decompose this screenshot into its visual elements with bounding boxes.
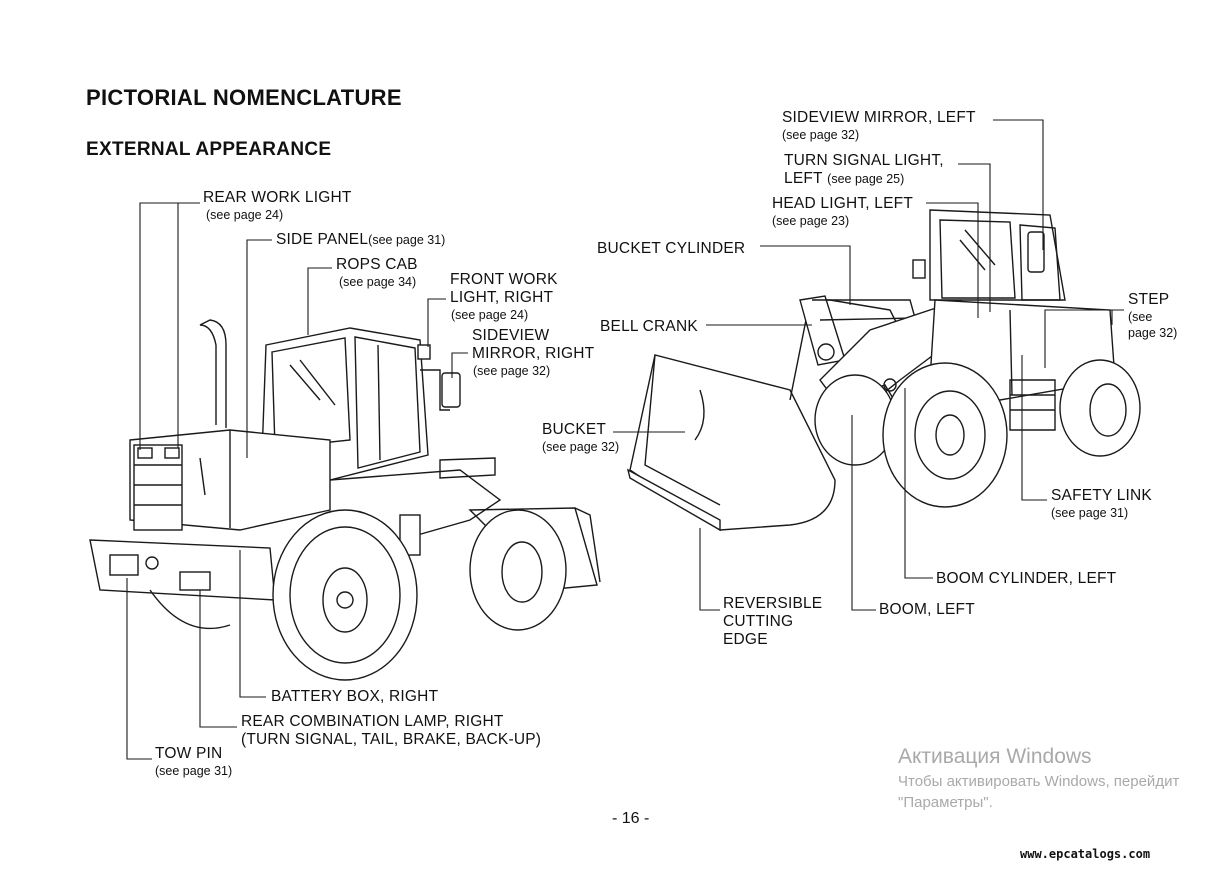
safety-link-label: SAFETY LINK xyxy=(1051,487,1152,504)
head-light-label: HEAD LIGHT, LEFT xyxy=(772,195,914,212)
label-rops-cab: ROPS CAB (see page 34) xyxy=(336,256,418,290)
front-work-light-label1: FRONT WORK xyxy=(450,271,558,288)
rear-loader-illustration xyxy=(89,319,601,681)
sideview-mirror-left-label: SIDEVIEW MIRROR, LEFT xyxy=(782,109,976,126)
step-label: STEP xyxy=(1128,291,1170,308)
label-sideview-mirror-left: SIDEVIEW MIRROR, LEFT (see page 32) xyxy=(782,109,976,143)
rear-combination-lamp-label1: REAR COMBINATION LAMP, RIGHT xyxy=(241,713,504,730)
front-work-light-ref: (see page 24) xyxy=(451,308,529,322)
tow-pin-label: TOW PIN xyxy=(155,745,223,762)
leader-lines-rear xyxy=(126,202,468,760)
activation-line1: Чтобы активировать Windows, перейдит xyxy=(898,773,1180,790)
battery-box-label: BATTERY BOX, RIGHT xyxy=(271,688,439,705)
rops-cab-ref: (see page 34) xyxy=(339,275,417,289)
activation-heading: Активация Windows xyxy=(898,745,1092,768)
side-panel-label: SIDE PANEL xyxy=(276,231,369,248)
rear-combination-lamp-label2: (TURN SIGNAL, TAIL, BRAKE, BACK-UP) xyxy=(241,731,542,748)
label-rear-combination-lamp: REAR COMBINATION LAMP, RIGHT (TURN SIGNA… xyxy=(241,713,541,749)
rear-work-light-label: REAR WORK LIGHT xyxy=(203,189,352,206)
sideview-mirror-right-ref: (see page 32) xyxy=(473,364,551,378)
front-loader-illustration xyxy=(626,209,1141,532)
label-front-work-light: FRONT WORK LIGHT, RIGHT (see page 24) xyxy=(450,271,558,323)
website-footer[interactable]: www.epcatalogs.com xyxy=(1020,847,1151,861)
label-safety-link: SAFETY LINK (see page 31) xyxy=(1051,487,1152,521)
bell-crank-label: BELL CRANK xyxy=(600,318,698,335)
label-head-light: HEAD LIGHT, LEFT (see page 23) xyxy=(772,195,913,229)
bucket-label: BUCKET xyxy=(542,421,607,438)
step-ref2: page 32) xyxy=(1128,326,1178,340)
sideview-mirror-right-label1: SIDEVIEW xyxy=(472,327,550,344)
page-title: PICTORIAL NOMENCLATURE xyxy=(86,85,402,110)
label-sideview-mirror-right: SIDEVIEW MIRROR, RIGHT (see page 32) xyxy=(472,327,594,379)
activation-line2: "Параметры". xyxy=(898,794,993,811)
section-title: EXTERNAL APPEARANCE xyxy=(86,139,332,160)
label-tow-pin: TOW PIN (see page 31) xyxy=(155,745,232,779)
boom-label: BOOM, LEFT xyxy=(879,601,975,618)
leader-lines-front xyxy=(613,119,1124,611)
label-bucket: BUCKET (see page 32) xyxy=(542,421,619,455)
cutting-edge-label2: CUTTING xyxy=(723,613,794,630)
label-turn-signal-light: TURN SIGNAL LIGHT, LEFT (see page 25) xyxy=(784,152,944,188)
bucket-cylinder-label: BUCKET CYLINDER xyxy=(597,240,746,257)
label-side-panel: SIDE PANEL(see page 31) xyxy=(276,231,445,249)
bucket-ref: (see page 32) xyxy=(542,440,620,454)
cutting-edge-label1: REVERSIBLE xyxy=(723,595,823,612)
boom-cylinder-label: BOOM CYLINDER, LEFT xyxy=(936,570,1117,587)
cutting-edge-label3: EDGE xyxy=(723,631,768,648)
turn-signal-light-label1: TURN SIGNAL LIGHT, xyxy=(784,152,944,169)
label-cutting-edge: REVERSIBLE CUTTING EDGE xyxy=(723,595,822,649)
label-step: STEP (see page 32) xyxy=(1128,291,1177,341)
windows-activation-notice: Активация Windows Чтобы активировать Win… xyxy=(898,745,1179,811)
step-ref1: (see xyxy=(1128,310,1153,324)
sideview-mirror-right-label2: MIRROR, RIGHT xyxy=(472,345,595,362)
page-number: - 16 - xyxy=(612,810,650,827)
head-light-ref: (see page 23) xyxy=(772,214,850,228)
safety-link-ref: (see page 31) xyxy=(1051,506,1129,520)
label-rear-work-light: REAR WORK LIGHT (see page 24) xyxy=(203,189,352,223)
rops-cab-label: ROPS CAB xyxy=(336,256,418,273)
tow-pin-ref: (see page 31) xyxy=(155,764,233,778)
turn-signal-light-ref: (see page 25) xyxy=(827,172,905,186)
side-panel-ref: (see page 31) xyxy=(368,233,446,247)
turn-signal-light-label2: LEFT xyxy=(784,170,823,187)
front-work-light-label2: LIGHT, RIGHT xyxy=(450,289,554,306)
sideview-mirror-left-ref: (see page 32) xyxy=(782,128,860,142)
rear-work-light-ref: (see page 24) xyxy=(206,208,284,222)
